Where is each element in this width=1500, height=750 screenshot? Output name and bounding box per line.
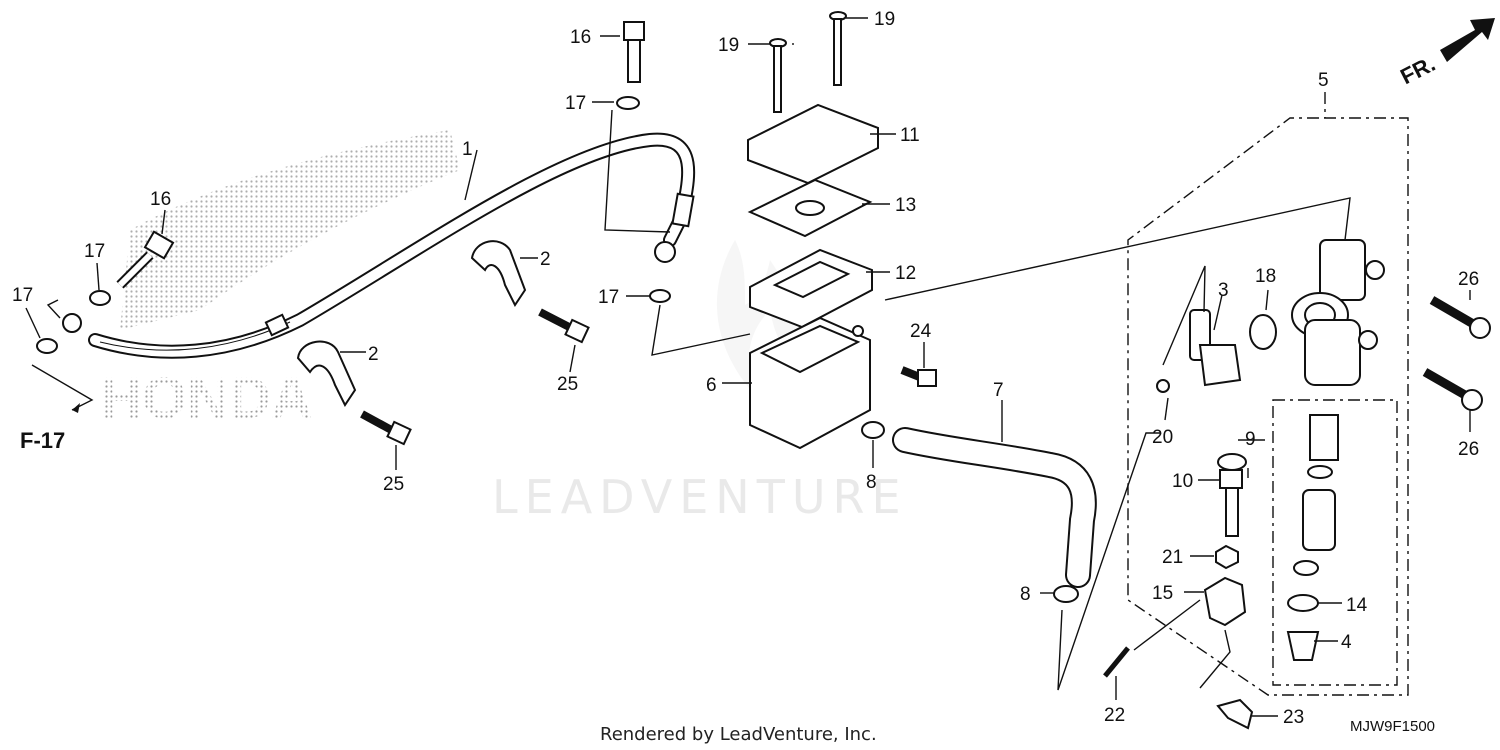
- callout-2a: 2: [540, 249, 551, 270]
- callout-1: 1: [462, 139, 473, 160]
- callout-5: 5: [1318, 70, 1329, 91]
- mounting-bolt-lower: [1422, 368, 1483, 411]
- callout-20: 20: [1152, 427, 1173, 448]
- push-rod-joint: [1203, 576, 1247, 627]
- callout-19a: 19: [718, 35, 739, 56]
- callout-13: 13: [895, 195, 916, 216]
- callout-21: 21: [1162, 547, 1183, 568]
- brake-hose: [46, 132, 696, 359]
- diaphragm-plate-hole: [795, 200, 825, 216]
- callout-11: 11: [900, 125, 920, 146]
- callout-24: 24: [910, 321, 932, 342]
- piston-boot: [1286, 631, 1320, 661]
- hose-clip-upper: [861, 421, 885, 439]
- push-rod-nut: [1215, 544, 1239, 570]
- sealing-washer-upper: [616, 96, 640, 110]
- reservoir-cap-screw-left: [769, 38, 787, 113]
- leader-lines: [25, 17, 1471, 717]
- callout-26b: 26: [1458, 439, 1479, 460]
- callout-22: 22: [1104, 705, 1125, 726]
- reservoir-diaphragm-inner: [772, 260, 851, 299]
- circlip: [1287, 594, 1319, 612]
- callout-16a: 16: [570, 27, 591, 48]
- callout-16b: 16: [150, 189, 171, 210]
- callout-19b: 19: [874, 9, 895, 30]
- master-cylinder-body: [1291, 239, 1385, 386]
- clamp-bolt-lower: [360, 410, 412, 446]
- callout-9: 9: [1245, 429, 1256, 450]
- callout-8a: 8: [866, 472, 877, 493]
- push-rod: [1217, 453, 1247, 537]
- front-direction-arrow: FR.: [1396, 18, 1495, 89]
- reservoir-hose-joint: [1189, 309, 1242, 387]
- reference-pointer: F-17: [20, 364, 94, 453]
- assembly-outlines: [1127, 92, 1409, 696]
- callout-23: 23: [1283, 707, 1304, 728]
- callout-4: 4: [1341, 632, 1352, 653]
- hose-bolt-upper: [623, 21, 645, 83]
- clamp-bolt-upper: [538, 308, 590, 344]
- callout-17d: 17: [12, 285, 33, 306]
- hose-bolt-lower: [116, 230, 175, 289]
- piston-set: [1293, 414, 1339, 576]
- hose-clip-lower: [1053, 585, 1079, 603]
- callout-10: 10: [1172, 471, 1193, 492]
- sealing-washer-left-1: [89, 290, 111, 306]
- reservoir-cap-screw-right: [829, 11, 847, 86]
- joint-pin: [1103, 646, 1130, 678]
- callout-25a: 25: [557, 374, 578, 395]
- callout-26a: 26: [1458, 269, 1479, 290]
- callout-14: 14: [1346, 595, 1368, 616]
- callout-18: 18: [1255, 266, 1276, 287]
- cotter-pin: [1216, 698, 1254, 730]
- footer-credit: Rendered by LeadVenture, Inc.: [600, 724, 877, 745]
- callout-7: 7: [993, 380, 1004, 401]
- reference-label: F-17: [20, 428, 65, 453]
- sealing-washer-left-2: [36, 338, 58, 354]
- callout-3: 3: [1218, 280, 1229, 301]
- callout-6: 6: [706, 375, 717, 396]
- callout-8b: 8: [1020, 584, 1031, 605]
- reservoir-mounting-bolt: [900, 366, 937, 387]
- background-brand-text: HONDA: [100, 366, 313, 431]
- front-label: FR.: [1396, 51, 1439, 89]
- dotted-background-shading: [120, 130, 460, 330]
- reservoir-cap: [747, 103, 879, 185]
- callout-17b: 17: [598, 287, 619, 308]
- mounting-bolt-upper: [1429, 296, 1491, 339]
- callout-15: 15: [1152, 583, 1173, 604]
- callout-numbers: 1 2 2 3 4 5 6 7 8 8 9 10 11 12 13 14 15 …: [12, 9, 1479, 728]
- callout-12: 12: [895, 263, 916, 284]
- watermark-text: LEADVENTURE: [492, 470, 908, 524]
- callout-25b: 25: [383, 474, 404, 495]
- sealing-washer-middle: [649, 289, 671, 303]
- brake-reservoir: [749, 316, 871, 450]
- hose-clamp-lower: [296, 340, 357, 407]
- callout-17a: 17: [565, 93, 586, 114]
- callout-2b: 2: [368, 344, 379, 365]
- o-ring: [1249, 314, 1277, 350]
- joint-screw: [1156, 379, 1170, 393]
- diagram-code: MJW9F1500: [1350, 718, 1435, 735]
- callout-17c: 17: [84, 241, 105, 262]
- hose-clamp-upper: [470, 240, 527, 307]
